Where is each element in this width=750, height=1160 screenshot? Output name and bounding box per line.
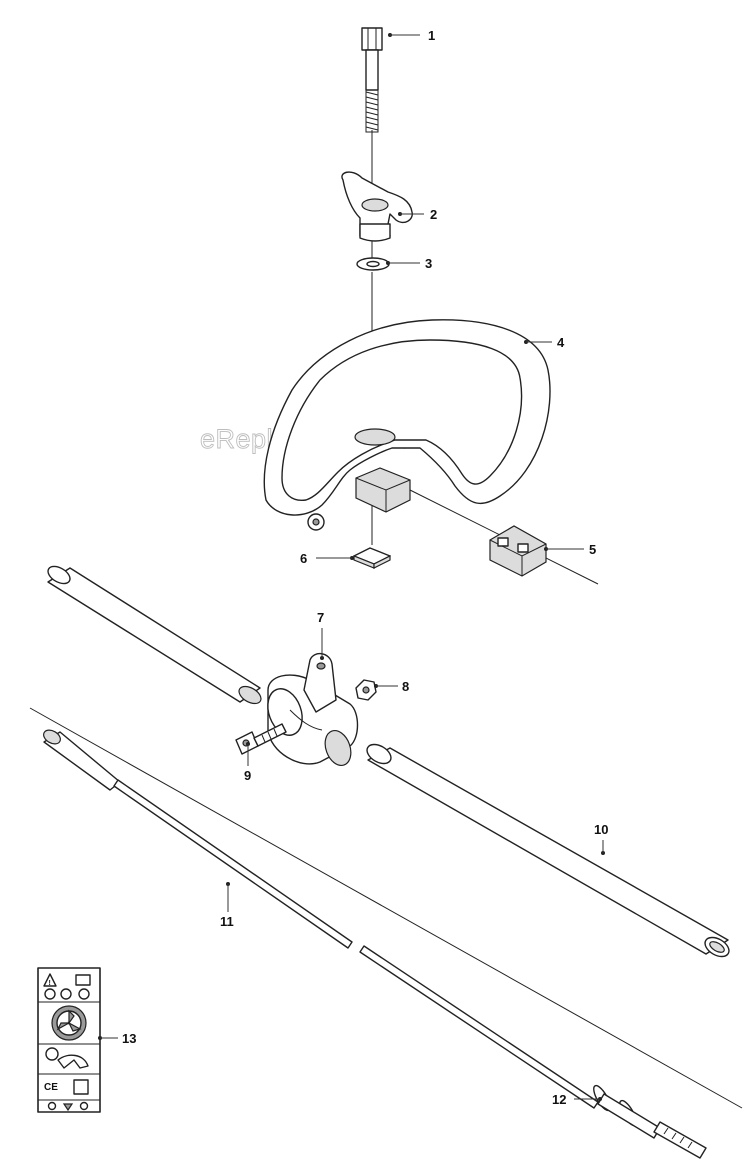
operator-safety-icon [45,1047,89,1069]
callout-3: 3 [425,256,432,271]
lower-tube-part[interactable] [364,741,733,961]
leader-lines [98,33,605,1101]
callout-6: 6 [300,551,307,566]
washer-part[interactable] [356,257,390,271]
warning-decal-part[interactable]: ! CE [37,967,101,1113]
bolt-part[interactable] [361,27,383,133]
callout-13: 13 [122,1031,136,1046]
ce-mark: CE [44,1082,58,1093]
callout-4: 4 [557,335,565,350]
cable-clip-part[interactable] [489,525,547,577]
inner-shaft-end-part[interactable] [591,1083,707,1159]
frame-line [29,707,743,1109]
hex-nut-part[interactable] [355,679,377,701]
callout-8: 8 [402,679,409,694]
callout-9: 9 [244,768,251,783]
callout-1: 1 [428,28,435,43]
warning-triangle-icon: ! [43,973,57,987]
callout-12: 12 [552,1092,566,1107]
upper-tube-part[interactable] [45,563,264,707]
manual-book-icon [75,974,91,986]
callout-11: 11 [220,914,234,929]
callout-10: 10 [594,822,608,837]
rotating-blade-icon [51,1005,87,1041]
drive-shaft-part[interactable] [41,727,599,1109]
callout-2: 2 [430,207,437,222]
square-nut-part[interactable] [353,547,391,569]
coupling-part[interactable] [262,653,359,769]
svg-text:!: ! [49,980,51,987]
callout-5: 5 [589,542,596,557]
callout-7: 7 [317,610,324,625]
loop-handle-part[interactable] [263,319,551,531]
wing-knob-part[interactable] [341,171,413,242]
